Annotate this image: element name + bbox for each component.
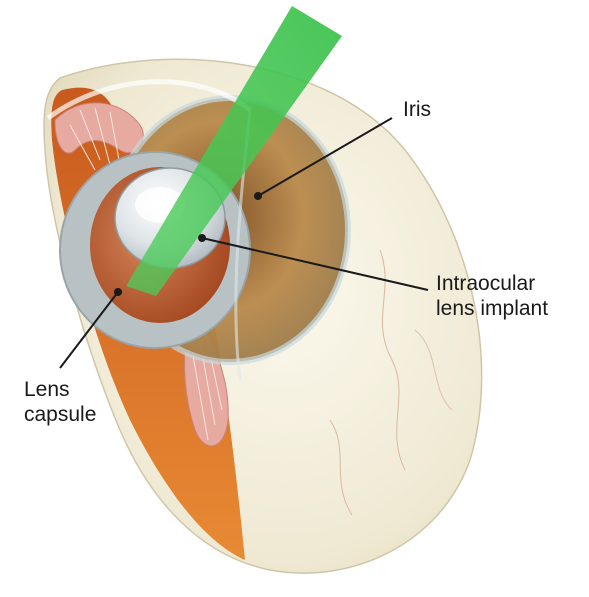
iris-label-text: Iris [403,97,431,122]
intraocular-lens-implant-label: Intraocular lens implant [436,271,548,321]
lens-capsule-label-line1: Lens [24,377,96,402]
lens-capsule-label-line2: capsule [24,402,96,427]
intraocular-label-line1: Intraocular [436,271,548,296]
iris-label: Iris [403,97,431,122]
intraocular-label-line2: lens implant [436,296,548,321]
iris-marker [254,192,262,200]
lens-capsule-label: Lens capsule [24,377,96,427]
lens-implant-marker [198,234,206,242]
lens-capsule-marker [114,288,122,296]
